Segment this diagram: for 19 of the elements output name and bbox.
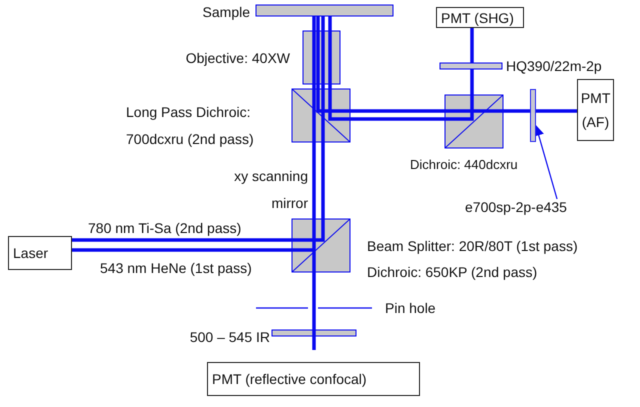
detector-box: PMT (AF) bbox=[577, 79, 614, 141]
component-label: Sample bbox=[202, 4, 250, 21]
filter-label: e700sp-2p-e435 bbox=[465, 199, 583, 216]
component-label: 500 – 545 IR bbox=[188, 329, 270, 346]
component-label: 543 nm HeNe (1st pass) bbox=[100, 260, 252, 277]
component-label: Beam Splitter: 20R/80T (1st pass) bbox=[367, 238, 578, 255]
leader-arrow bbox=[534, 124, 558, 200]
component-label: xy scanning mirror bbox=[233, 167, 308, 213]
detector-box: PMT (SHG) bbox=[436, 7, 524, 28]
component-label: HQ390/22m-2p bbox=[506, 58, 602, 75]
filter-plate bbox=[530, 89, 536, 142]
component-label: 780 nm Ti-Sa (2nd pass) bbox=[88, 220, 242, 237]
component-label: Dichroic: 440dcxru bbox=[410, 156, 518, 173]
component-label: Objective: 40XW bbox=[184, 50, 290, 67]
component-label: Dichroic: 650KP (2nd pass) bbox=[367, 264, 538, 281]
detector-box: PMT (reflective confocal) bbox=[207, 362, 420, 396]
detector-box: Laser bbox=[8, 236, 72, 270]
component-label: Long Pass Dichroic: 700dcxru (2nd pass) bbox=[126, 103, 255, 149]
component-label: Pin hole bbox=[385, 300, 436, 317]
